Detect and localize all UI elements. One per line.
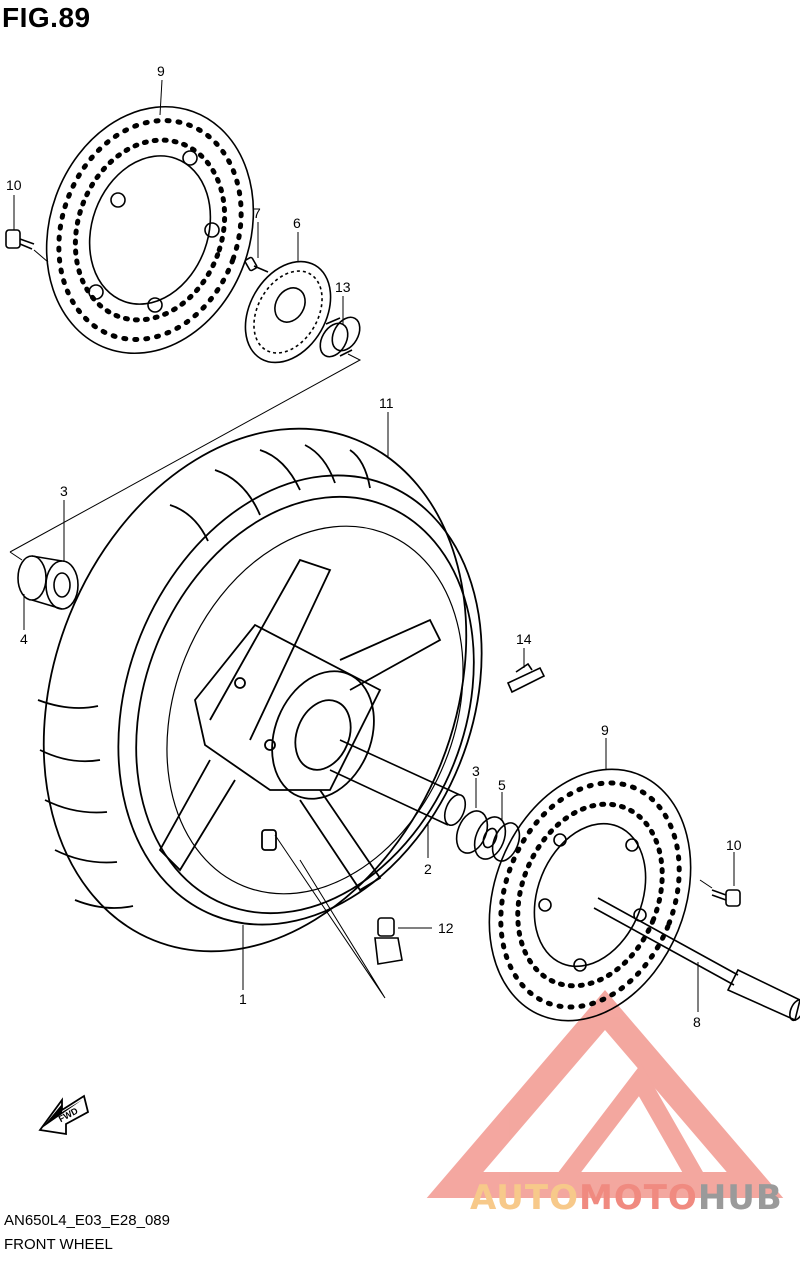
callout-9-upper: 9 [157, 63, 165, 79]
callout-3-left: 3 [60, 483, 68, 499]
group-bracket [9, 353, 362, 561]
air-valve [374, 917, 432, 965]
brake-disc-upper [45, 105, 255, 355]
callout-14: 14 [516, 631, 532, 647]
watermark-text: AUTOMOTOHUB [470, 1178, 783, 1218]
callout-3-right: 3 [472, 763, 480, 779]
sensor-ring [244, 260, 332, 364]
callout-8: 8 [693, 1014, 701, 1030]
callout-10-lower: 10 [726, 837, 742, 853]
callout-4: 4 [20, 631, 28, 647]
bolt-lower [699, 879, 741, 907]
watermark-logo [426, 990, 784, 1198]
figure-title: FIG.89 [2, 2, 91, 33]
fwd-arrow-icon: FWD [38, 1094, 90, 1136]
callouts: 9 10 7 6 13 11 3 4 14 9 3 5 2 10 12 8 1 [6, 63, 742, 1030]
bearing-right [455, 810, 521, 862]
screw [244, 256, 269, 273]
callout-12: 12 [438, 920, 454, 936]
front-axle [593, 897, 800, 1022]
callout-7: 7 [253, 205, 261, 221]
wheel-hub [194, 623, 382, 851]
callout-1: 1 [239, 991, 247, 1007]
spacer-tube [329, 739, 467, 827]
model-code: AN650L4_E03_E28_089 [4, 1212, 170, 1229]
callout-10-upper: 10 [6, 177, 22, 193]
callout-9-lower: 9 [601, 722, 609, 738]
watermark-auto: AUTO [470, 1178, 579, 1218]
bolt-upper [5, 229, 49, 263]
balance-weight [506, 662, 546, 694]
spacer [319, 316, 361, 358]
section-name: FRONT WHEEL [4, 1236, 113, 1253]
callout-5: 5 [498, 777, 506, 793]
watermark-moto: MOTO [578, 1178, 698, 1218]
callout-6: 6 [293, 215, 301, 231]
callout-11: 11 [379, 395, 394, 411]
callout-13: 13 [335, 279, 351, 295]
brake-disc-lower [488, 768, 692, 1022]
bearing-left [17, 555, 79, 610]
callout-2: 2 [424, 861, 432, 877]
valve-bracket [274, 834, 386, 999]
watermark-hub: HUB [697, 1178, 783, 1218]
wheel-tyre [37, 427, 483, 953]
leader-lines [13, 79, 735, 1012]
